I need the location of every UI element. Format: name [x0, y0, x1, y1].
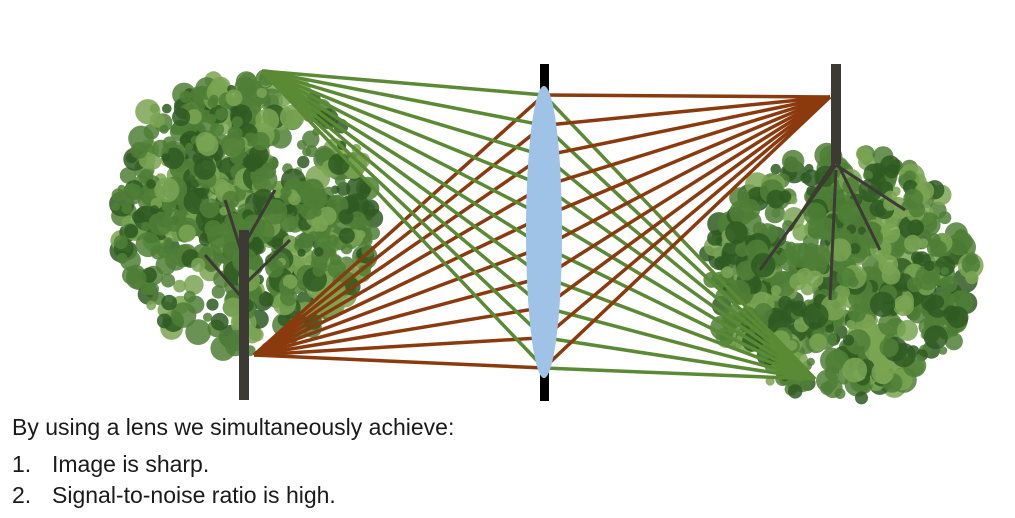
brown-ray	[543, 95, 831, 128]
green-ray	[543, 366, 816, 381]
brown-ray	[543, 95, 831, 158]
green-ray	[543, 275, 816, 381]
brown-ray	[253, 353, 545, 370]
brown-ray	[542, 95, 832, 370]
brown-ray	[543, 95, 831, 279]
caption-item-1: 1. Image is sharp.	[12, 449, 209, 479]
inverted-tree-icon	[699, 64, 984, 405]
green-ray	[542, 93, 817, 381]
green-ray	[542, 124, 817, 381]
brown-ray	[253, 214, 545, 357]
green-ray	[542, 154, 817, 381]
green-ray	[261, 69, 545, 218]
brown-ray	[253, 154, 545, 357]
brown-ray	[252, 93, 546, 357]
caption-item-number: 2.	[12, 482, 32, 508]
tree-icon	[109, 69, 384, 400]
brown-ray	[543, 93, 831, 99]
green-ray	[261, 69, 545, 128]
green-ray	[543, 214, 816, 381]
caption-title: By using a lens we simultaneously achiev…	[12, 414, 455, 440]
light-rays	[252, 69, 832, 381]
lens-diagram	[109, 64, 984, 405]
caption-item-2: 2. Signal-to-noise ratio is high.	[12, 480, 336, 510]
brown-ray	[253, 184, 545, 357]
brown-ray	[543, 95, 831, 218]
green-ray	[543, 245, 816, 381]
brown-ray	[543, 95, 831, 188]
green-ray	[261, 69, 545, 97]
brown-ray	[543, 95, 831, 249]
green-ray	[542, 184, 817, 381]
caption-item-text: Signal-to-noise ratio is high.	[52, 482, 336, 508]
green-ray	[543, 335, 816, 381]
lens-icon	[526, 86, 562, 378]
green-ray	[261, 69, 545, 249]
brown-ray	[542, 95, 832, 309]
green-ray	[260, 69, 546, 279]
brown-ray	[252, 123, 546, 357]
caption-item-text: Image is sharp.	[52, 451, 210, 477]
green-ray	[260, 69, 546, 370]
green-ray	[260, 69, 546, 339]
green-ray	[260, 69, 546, 309]
green-ray	[543, 305, 816, 381]
caption-item-number: 1.	[12, 451, 32, 477]
brown-ray	[253, 335, 545, 357]
green-ray	[261, 69, 545, 188]
brown-ray	[542, 95, 832, 340]
green-ray	[261, 69, 545, 158]
